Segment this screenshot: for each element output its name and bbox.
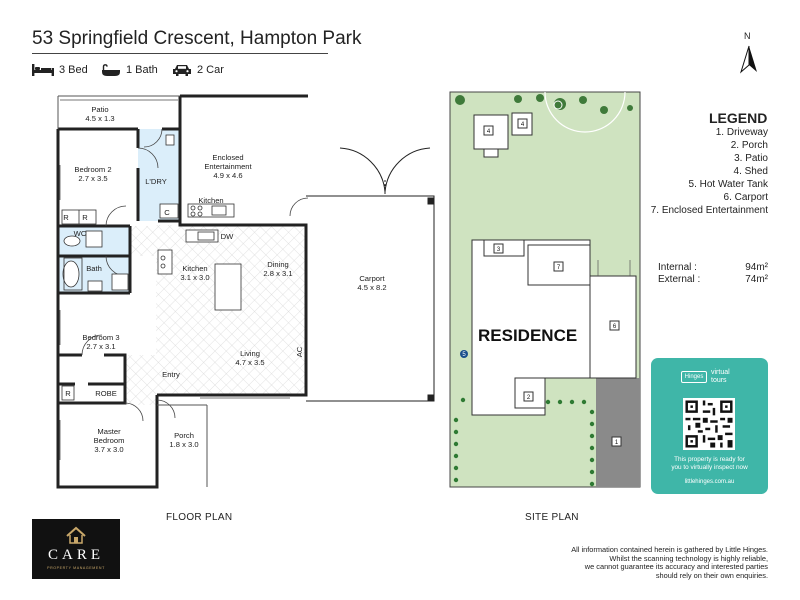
room-name-dining: Dining (267, 260, 289, 269)
room-size-dining: 2.8 x 3.1 (263, 269, 292, 278)
room-size-kitchen: 3.1 x 3.0 (180, 273, 209, 282)
room-name-bath: Bath (86, 264, 102, 273)
legend-item: 1. Driveway (715, 127, 768, 138)
logo-wordmark: CARE (47, 547, 104, 563)
residence-label: RESIDENCE (478, 326, 577, 345)
title-divider (32, 53, 328, 54)
legend-item: 7. Enclosed Entertainment (650, 205, 768, 216)
site-plan-caption: SITE PLAN (525, 512, 579, 523)
trees (455, 94, 633, 114)
north-label: N (744, 31, 751, 41)
room-labels: Patio 4.5 x 1.3 Enclosed Entertainment 4… (63, 105, 386, 454)
room-name-kitchen: Kitchen (182, 264, 207, 273)
svg-text:3: 3 (497, 247, 501, 253)
fixtures (61, 134, 242, 401)
care-logo: CARE PROPERTY MANAGEMENT (32, 519, 120, 579)
legend-item: 3. Patio (734, 153, 768, 164)
room-name-master: Master (97, 427, 121, 436)
svg-text:6: 6 (613, 324, 617, 330)
property-address: 53 Springfield Crescent, Hampton Park (32, 28, 362, 49)
area-value: 94m² (745, 262, 768, 273)
external-area: External : 74m² (658, 274, 768, 285)
robe-marker: R (63, 213, 69, 222)
room-size-bedroom2: 2.7 x 3.5 (78, 174, 107, 183)
car-icon (173, 64, 191, 76)
feature-label: 3 Bed (59, 64, 88, 76)
svg-text:5: 5 (462, 352, 466, 358)
virtual-tour-card[interactable]: Hinges virtual tours This property is re… (651, 358, 768, 494)
floor-plan-caption: FLOOR PLAN (166, 512, 233, 523)
room-size-bedroom3: 2.7 x 3.1 (86, 342, 115, 351)
svg-text:4: 4 (521, 122, 525, 128)
bath-icon (102, 63, 120, 76)
room-size-master: 3.7 x 3.0 (94, 445, 123, 454)
area-label: External : (658, 274, 701, 285)
feature-label: 1 Bath (126, 64, 158, 76)
feature-beds: 3 Bed (32, 62, 88, 78)
room-name-bedroom2: Bedroom 2 (74, 165, 111, 174)
ac-marker: AC (295, 346, 304, 357)
room-name-dw: DW (221, 232, 234, 241)
room-name-wc: WC (74, 229, 87, 238)
room-name2-master: Bedroom (94, 436, 125, 445)
svg-text:4: 4 (487, 129, 491, 135)
legend-item: 2. Porch (730, 140, 768, 151)
room-name-kitchen-bench: Kitchen (198, 196, 223, 205)
robe-marker: R (65, 389, 71, 398)
entry-floor (125, 355, 157, 405)
room-size-carport: 4.5 x 8.2 (357, 283, 386, 292)
driveway (596, 378, 640, 487)
svg-text:2: 2 (527, 395, 531, 401)
legend-item: 5. Hot Water Tank (688, 179, 768, 190)
room-size-porch: 1.8 x 3.0 (169, 440, 198, 449)
room-name-robe: ROBE (95, 389, 117, 398)
legend-title: LEGEND (709, 110, 768, 126)
room-name2-enclosed: Entertainment (204, 162, 252, 171)
robe-marker: R (82, 213, 88, 222)
room-name-entry: Entry (162, 370, 180, 379)
virtual-tours-label: virtual tours (711, 369, 730, 384)
bed-icon (32, 64, 54, 76)
room-name-bedroom3: Bedroom 3 (82, 333, 119, 342)
cupboard-marker: C (164, 208, 170, 217)
room-name-porch: Porch (174, 431, 194, 440)
windows (59, 99, 290, 460)
room-size-enclosed: 4.9 x 4.6 (213, 171, 242, 180)
feature-cars: 2 Car (172, 62, 224, 78)
qr-code-icon[interactable] (683, 398, 735, 450)
room-name-living: Living (240, 349, 260, 358)
legend-item: 6. Carport (723, 192, 768, 203)
site-markers: 1 2 3 4 4 5 6 7 (462, 118, 622, 447)
walls (56, 94, 308, 489)
area-value: 74m² (745, 274, 768, 285)
room-size-patio: 4.5 x 1.3 (85, 114, 114, 123)
room-name-carport: Carport (359, 274, 385, 283)
legend-item: 4. Shed (733, 166, 768, 177)
svg-text:1: 1 (615, 440, 619, 446)
hot-water-tank (460, 350, 468, 358)
feature-baths: 1 Bath (101, 62, 158, 78)
room-name-enclosed: Enclosed (212, 153, 243, 162)
site-plan: RESIDENCE 1 2 3 4 4 5 6 7 (449, 91, 641, 488)
disclaimer: All information contained herein is gath… (571, 545, 768, 580)
floor-plan: Patio 4.5 x 1.3 Enclosed Entertainment 4… (56, 94, 435, 489)
svg-text:7: 7 (557, 265, 561, 271)
room-name-patio: Patio (91, 105, 108, 114)
house-logo-icon (66, 526, 86, 544)
internal-area: Internal : 94m² (658, 262, 768, 273)
room-size-living: 4.7 x 3.5 (235, 358, 264, 367)
room-name-laundry: L'DRY (145, 177, 167, 186)
feature-label: 2 Car (197, 64, 224, 76)
logo-subtitle: PROPERTY MANAGEMENT (47, 566, 105, 570)
north-arrow-icon (740, 45, 757, 74)
hinges-badge: Hinges (681, 371, 707, 383)
carport-outline (306, 147, 435, 402)
virtual-tour-link[interactable]: littlehinges.com.au (684, 479, 735, 485)
virtual-tour-note: This property is ready for you to virtua… (671, 456, 748, 471)
area-label: Internal : (658, 262, 697, 273)
